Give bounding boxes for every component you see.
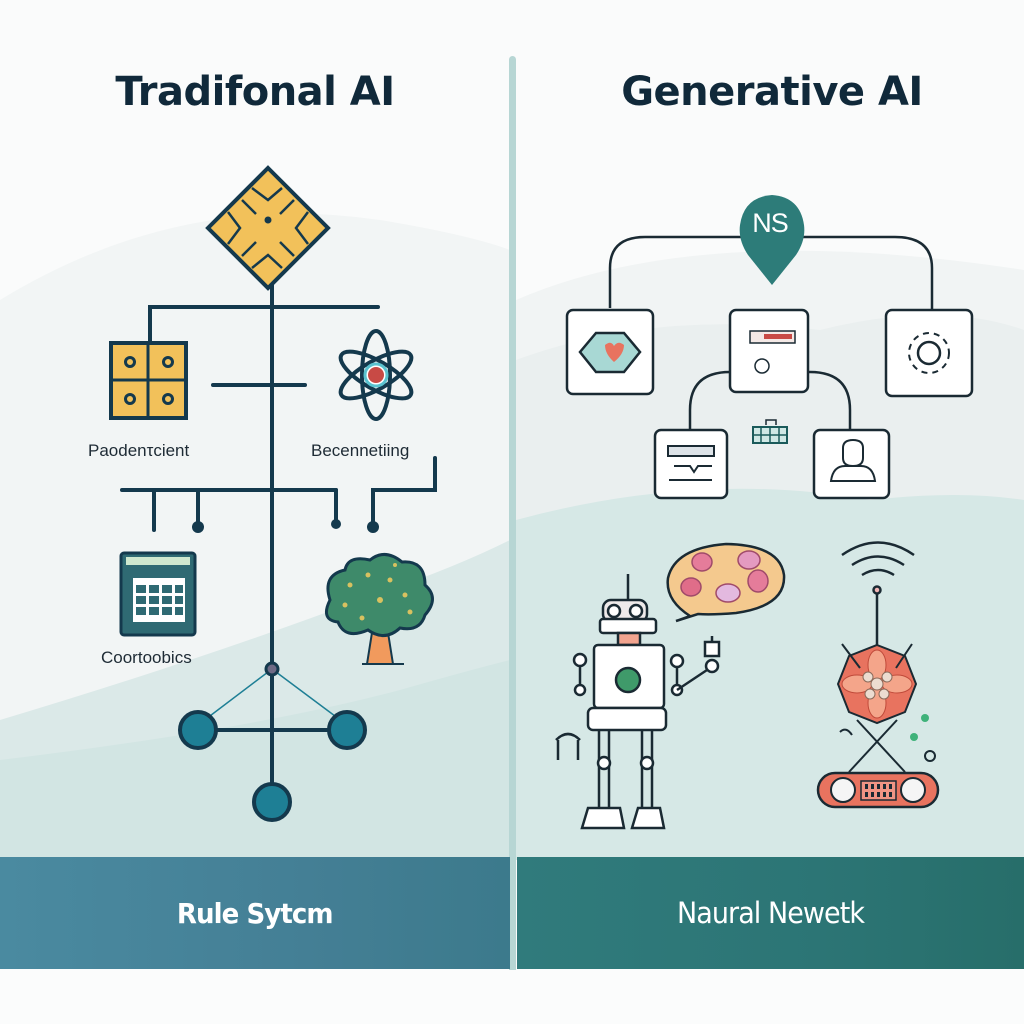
footer-neural-network-label: Naural Newetk — [676, 896, 865, 930]
calendar-grid-icon — [119, 551, 197, 637]
document-card-icon — [728, 308, 810, 394]
right-panel-title: Generative AI — [621, 69, 923, 115]
junction-dot — [331, 519, 341, 529]
speech-bubble-icon — [666, 542, 786, 623]
right-bracket-line — [371, 456, 437, 527]
scanner-card-icon — [653, 428, 729, 500]
map-hexagon-icon — [565, 308, 655, 396]
ns-badge-label: NS — [752, 208, 789, 238]
center-divider — [509, 56, 516, 970]
label-coortoobics: Coortoobics — [101, 648, 192, 667]
atom-icon — [338, 329, 414, 421]
wifi-antenna-icon — [841, 541, 915, 646]
footer-rule-system-label: Rule Sytcm — [177, 896, 334, 930]
gear-icon — [884, 308, 974, 398]
left-panel-title: Tradifonal AI — [115, 69, 395, 115]
diamond-chip-icon — [205, 165, 331, 291]
tree-icon — [324, 553, 434, 665]
label-paodentcient: Paodenτcient — [88, 441, 190, 460]
flower-device-icon — [836, 643, 936, 773]
grid-module-icon — [109, 341, 188, 420]
ns-badge-pin — [739, 195, 805, 285]
keyboard-icon — [752, 419, 788, 444]
left-hill-mint-lower — [0, 660, 510, 860]
junction-dot — [367, 521, 379, 533]
person-icon — [812, 428, 891, 500]
label-becennetiing: Becennetiing — [311, 441, 410, 460]
bottom-strip — [0, 969, 1024, 1024]
footer-rule-system: Rule Sytcm — [0, 857, 510, 969]
top-branch-line — [148, 305, 380, 347]
radio-icon — [816, 771, 940, 809]
network-node-icon — [178, 661, 367, 822]
footer-neural-network: Naural Newetk — [517, 857, 1024, 969]
robot-icon — [555, 574, 721, 830]
junction-dot — [192, 521, 204, 533]
